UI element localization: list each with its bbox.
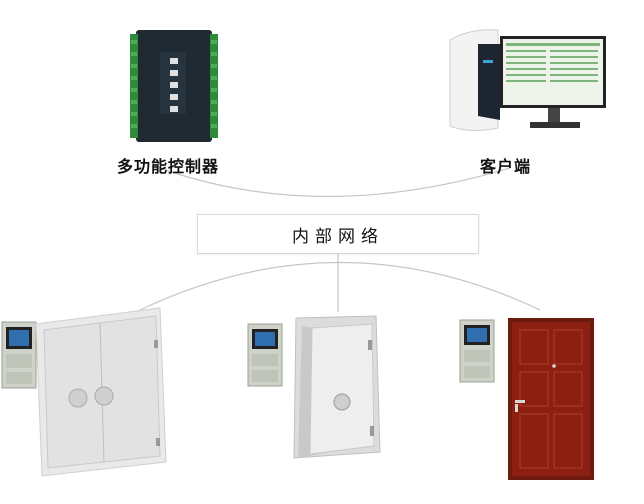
- double-vault-door-icon: [35, 307, 167, 477]
- access-terminal-icon-left: [1, 321, 37, 389]
- controller-label: 多功能控制器: [117, 157, 220, 176]
- network-label: 内部网络: [292, 226, 384, 247]
- access-terminal-icon-right: [459, 319, 495, 383]
- bottom-connection-arc: [139, 262, 541, 311]
- red-security-door-icon: [508, 318, 594, 480]
- single-vault-door-icon: [293, 315, 381, 459]
- access-terminal-icon-center: [247, 323, 283, 387]
- top-connection-arc: [159, 167, 511, 198]
- network-box: 内部网络: [197, 214, 479, 254]
- client-label: 客户端: [480, 157, 532, 176]
